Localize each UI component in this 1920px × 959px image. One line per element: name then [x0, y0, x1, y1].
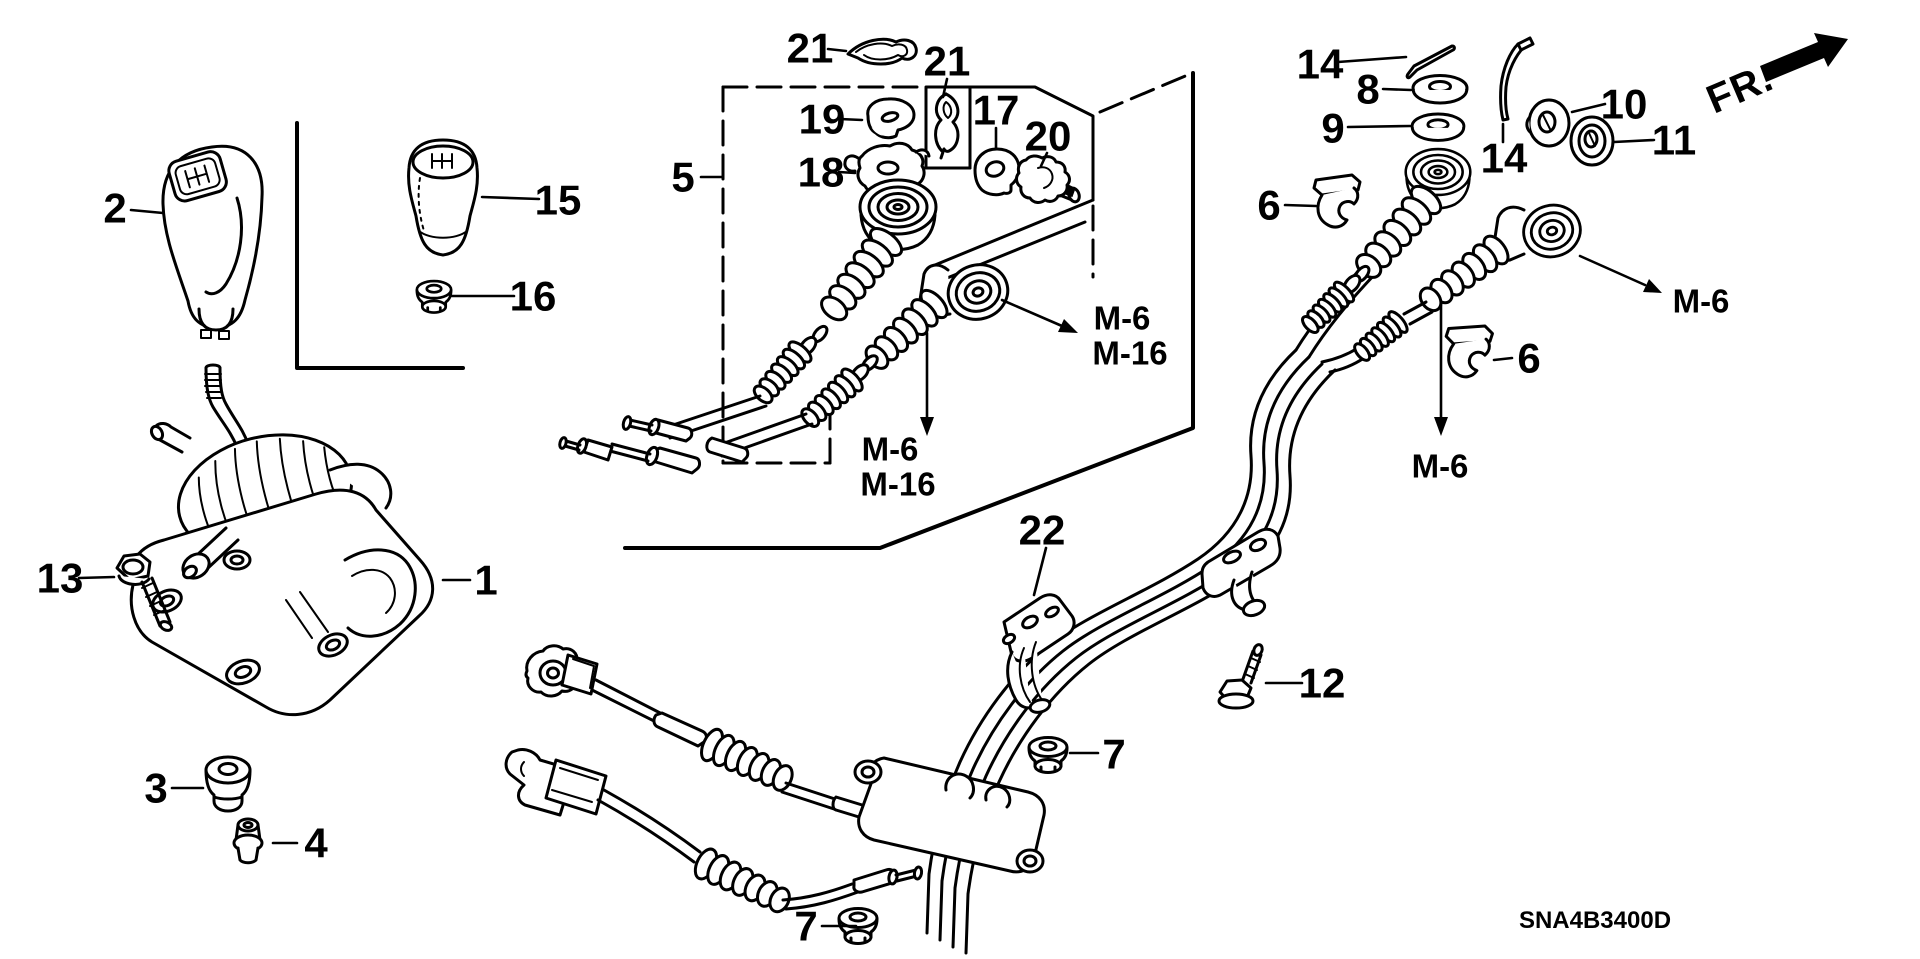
- cable-clamp-bracket: [1200, 527, 1282, 618]
- callout-21b: 21: [924, 38, 971, 85]
- mount-bolt-13: [115, 552, 174, 632]
- clip-21-top: [846, 37, 918, 66]
- callout-14b: 14: [1481, 135, 1528, 182]
- cable-clip-6a: [1312, 173, 1362, 229]
- callout-6b: 6: [1517, 335, 1540, 382]
- callout-10: 10: [1601, 81, 1648, 128]
- ref-m6-right: M-6: [1673, 283, 1730, 320]
- cable-bracket-22: [1001, 593, 1076, 714]
- callout-5: 5: [671, 154, 694, 201]
- m6-m16-low-arrowhead: [920, 417, 934, 436]
- spring-pin-14a: [1405, 44, 1456, 80]
- callout-7b: 7: [794, 903, 817, 950]
- ref-m16-inner: M-16: [1092, 335, 1167, 372]
- pin-grommet-4: [232, 817, 264, 865]
- bolt-12: [1217, 643, 1264, 710]
- callout-11: 11: [1652, 117, 1696, 164]
- spring-pin-14b: [1499, 36, 1535, 122]
- leader-lines: [77, 47, 1656, 928]
- main-detail-boundary: [623, 71, 1195, 550]
- shift-knob-leather: [161, 144, 264, 340]
- callout-16: 16: [510, 273, 557, 320]
- knob-20: [1015, 154, 1081, 204]
- reference-labels: M-6 M-16 M-6 M-16 M-6 M-6: [860, 283, 1729, 503]
- washer-10: [1525, 98, 1571, 148]
- callout-20: 20: [1025, 113, 1072, 160]
- callout-4: 4: [304, 820, 328, 867]
- knob-lock-nut: [415, 279, 453, 314]
- cable-mount-plate: [853, 756, 1046, 874]
- ref-m16-low: M-16: [860, 466, 935, 503]
- ref-m6-mid: M-6: [1412, 448, 1469, 485]
- callout-labels: 1 2 3 4 5 6 6 7 7 8 9 10 11 12 13 14 14 …: [37, 25, 1697, 950]
- callout-7a: 7: [1102, 731, 1125, 778]
- clip-21-side: [934, 92, 960, 160]
- callout-12: 12: [1299, 660, 1346, 707]
- callout-21a: 21: [787, 25, 834, 72]
- ref-m6-inner: M-6: [1094, 300, 1151, 337]
- lower-cable-assembly: [504, 644, 1069, 945]
- callout-6a: 6: [1257, 182, 1280, 229]
- callout-9: 9: [1321, 105, 1344, 152]
- reference-arrows: [920, 33, 1848, 436]
- callout-18: 18: [798, 149, 845, 196]
- grommet-7a: [1027, 736, 1069, 774]
- shift-knob-alt: [407, 138, 479, 257]
- callout-14a: 14: [1297, 41, 1344, 88]
- callout-17: 17: [973, 87, 1020, 134]
- callout-19: 19: [799, 96, 846, 143]
- callout-3: 3: [144, 765, 167, 812]
- detail-box-17-20: [968, 85, 1095, 202]
- shift-pattern-plate: [167, 150, 228, 203]
- diagram-part-code: SNA4B3400D: [1519, 907, 1671, 934]
- grommet-3: [204, 755, 252, 813]
- boundary-lines: [295, 71, 1195, 550]
- m6-m16-inner-arrowhead: [1058, 319, 1078, 333]
- callout-8: 8: [1356, 66, 1379, 113]
- fr-direction-arrow: [1760, 33, 1848, 82]
- callout-13: 13: [37, 555, 84, 602]
- callout-1: 1: [474, 557, 497, 604]
- grommet-11: [1569, 115, 1615, 167]
- cable-clevis-end: [504, 748, 608, 817]
- callout-22: 22: [1019, 507, 1066, 554]
- detail-pointer-chevron: [923, 198, 1095, 289]
- cable-clip-6b: [1441, 321, 1495, 381]
- cable-detail-group: [558, 37, 1017, 475]
- m6-right-arrowhead: [1643, 279, 1662, 293]
- bushing-17: [973, 147, 1021, 197]
- shift-lever-assembly: [129, 363, 435, 717]
- clip-inset-box: [880, 85, 972, 170]
- ref-m6-low: M-6: [862, 431, 919, 468]
- right-cable-assembly: [1001, 36, 1615, 714]
- knob-inset-divider: [295, 121, 465, 370]
- callout-15: 15: [535, 177, 582, 224]
- callout-2: 2: [103, 185, 126, 232]
- m6-mid-arrowhead: [1434, 417, 1448, 436]
